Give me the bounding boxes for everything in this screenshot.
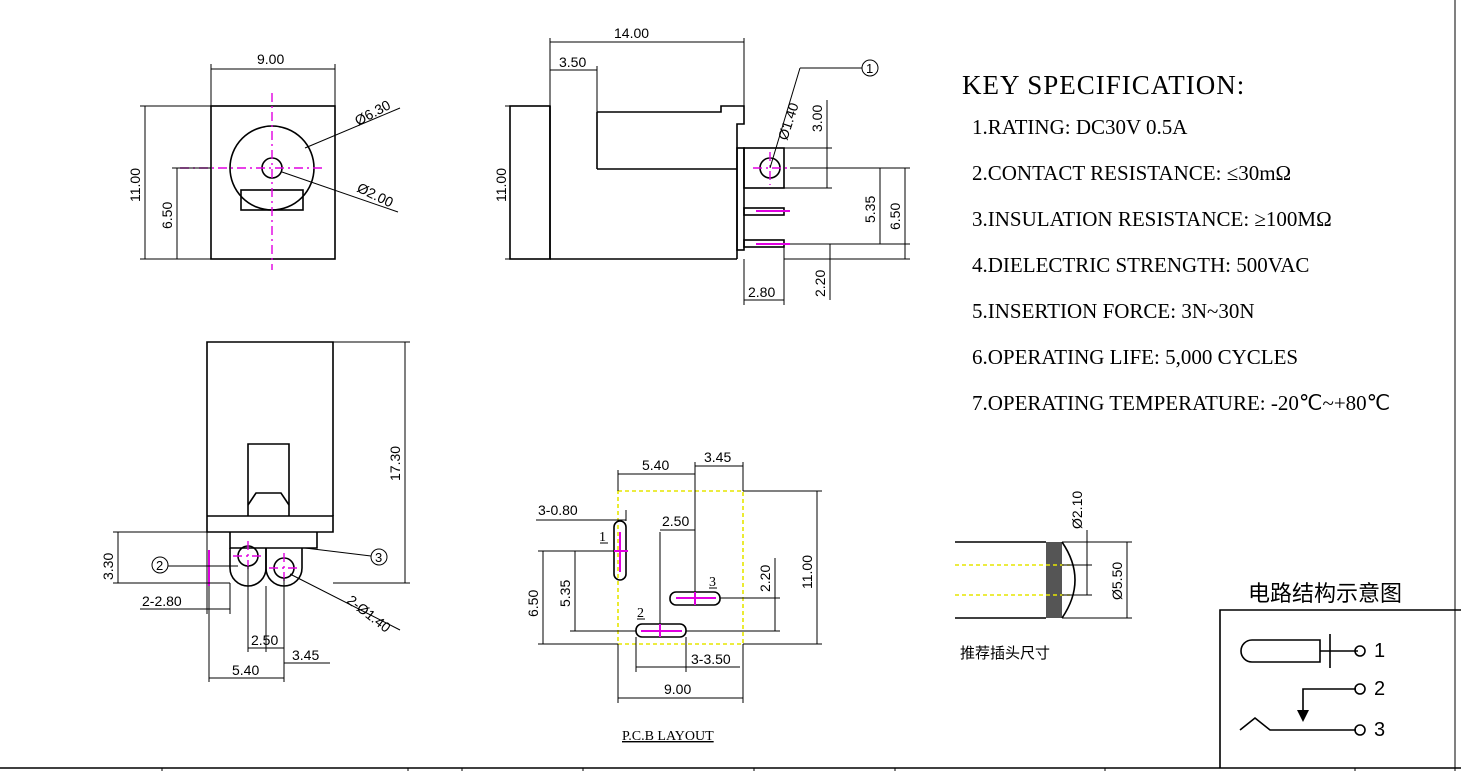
- pcb-h2-dim: 5.35: [557, 580, 573, 607]
- pcb-caption: P.C.B LAYOUT: [622, 729, 714, 744]
- pcb-slot-len-dim: 3-3.50: [691, 651, 731, 667]
- side-pin-gap: 2.20: [812, 270, 828, 297]
- circuit-title: 电路结构示意图: [1248, 582, 1402, 607]
- side-pin-width: 2.80: [748, 284, 775, 300]
- front-height-dim: 11.00: [127, 168, 143, 202]
- side-length-dim: 14.00: [614, 25, 649, 41]
- bottom-pin2-label: 2: [156, 558, 163, 573]
- pcb-pin1-label: 1: [599, 530, 606, 545]
- spec-item-insulation-resistance: 3.INSULATION RESISTANCE: ≥100MΩ: [972, 207, 1332, 231]
- side-view: 14.00 3.50 11.00 1 Ø1.40 3.00 5.35 6.50 …: [493, 25, 910, 305]
- side-front-dim: 3.50: [559, 54, 586, 70]
- bottom-pin-dia: 2-Ø1.40: [344, 592, 394, 636]
- bottom-pin-width: 2-2.80: [142, 593, 182, 609]
- circuit-pin1: 1: [1374, 640, 1385, 662]
- pcb-top1-dim: 5.40: [642, 457, 669, 473]
- pcb-layout: 1 3 2 5.40 3.45 3-0.80 2.50 6.50 5.35 2.…: [525, 449, 822, 744]
- front-width-dim: 9.00: [257, 51, 284, 67]
- pcb-h3-dim: 2.20: [757, 565, 773, 592]
- side-pin-offset: 3.00: [809, 105, 825, 132]
- side-h1-dim: 5.35: [862, 196, 878, 223]
- bottom-view: 17.30 3.30 2 3 2-2.80 2-Ø1.40 2.50 3.45 …: [100, 341, 410, 682]
- side-pin-label: 1: [866, 61, 873, 76]
- plug-caption: 推荐插头尺寸: [960, 644, 1050, 662]
- circuit-pin2: 2: [1374, 678, 1385, 700]
- circuit-pin3: 3: [1374, 719, 1385, 741]
- side-pin-dia: Ø1.40: [775, 101, 802, 142]
- spec-item-rating: 1.RATING: DC30V 0.5A: [972, 115, 1188, 139]
- side-height-dim: 11.00: [493, 168, 509, 202]
- pcb-width-dim: 9.00: [664, 681, 691, 697]
- spec-item-operating-temperature: 7.OPERATING TEMPERATURE: -20℃~+80℃: [972, 391, 1391, 415]
- plug-view: Ø2.10 Ø5.50 推荐插头尺寸: [955, 491, 1132, 662]
- pcb-top2-dim: 3.45: [704, 449, 731, 465]
- key-spec-title: KEY SPECIFICATION:: [962, 70, 1246, 100]
- key-spec-list: 1.RATING: DC30V 0.5A 2.CONTACT RESISTANC…: [972, 112, 1390, 434]
- spec-item-dielectric-strength: 4.DIELECTRIC STRENGTH: 500VAC: [972, 253, 1310, 277]
- front-pin-dia: Ø2.00: [355, 179, 396, 210]
- bottom-d2-dim: 5.40: [232, 662, 259, 678]
- bottom-pin3-label: 3: [375, 550, 382, 565]
- pcb-pin2-label: 2: [637, 606, 644, 621]
- side-h2-dim: 6.50: [887, 203, 903, 230]
- bottom-length-dim: 17.30: [387, 446, 403, 481]
- plug-outer-dia: Ø5.50: [1109, 562, 1125, 600]
- pcb-pin3-label: 3: [709, 575, 716, 590]
- bottom-d3-dim: 3.45: [292, 647, 319, 663]
- bottom-offset-dim: 3.30: [100, 553, 116, 580]
- pcb-h4-dim: 11.00: [799, 555, 815, 589]
- spec-item-operating-life: 6.OPERATING LIFE: 5,000 CYCLES: [972, 345, 1299, 369]
- plug-inner-dia: Ø2.10: [1069, 491, 1085, 529]
- bottom-d1-dim: 2.50: [251, 632, 278, 648]
- circuit-diagram: 电路结构示意图 1 2 3: [1219, 582, 1461, 768]
- front-view: 9.00 11.00 6.50 Ø6.30 Ø2.00: [127, 51, 401, 270]
- spec-item-insertion-force: 5.INSERTION FORCE: 3N~30N: [972, 299, 1255, 323]
- front-outer-dia: Ø6.30: [352, 97, 393, 129]
- pcb-d1-dim: 2.50: [662, 513, 689, 529]
- spec-item-contact-resistance: 2.CONTACT RESISTANCE: ≤30mΩ: [972, 161, 1292, 185]
- pcb-slot-dim: 3-0.80: [538, 502, 578, 518]
- pcb-h1-dim: 6.50: [525, 590, 541, 617]
- front-center-dim: 6.50: [159, 202, 175, 229]
